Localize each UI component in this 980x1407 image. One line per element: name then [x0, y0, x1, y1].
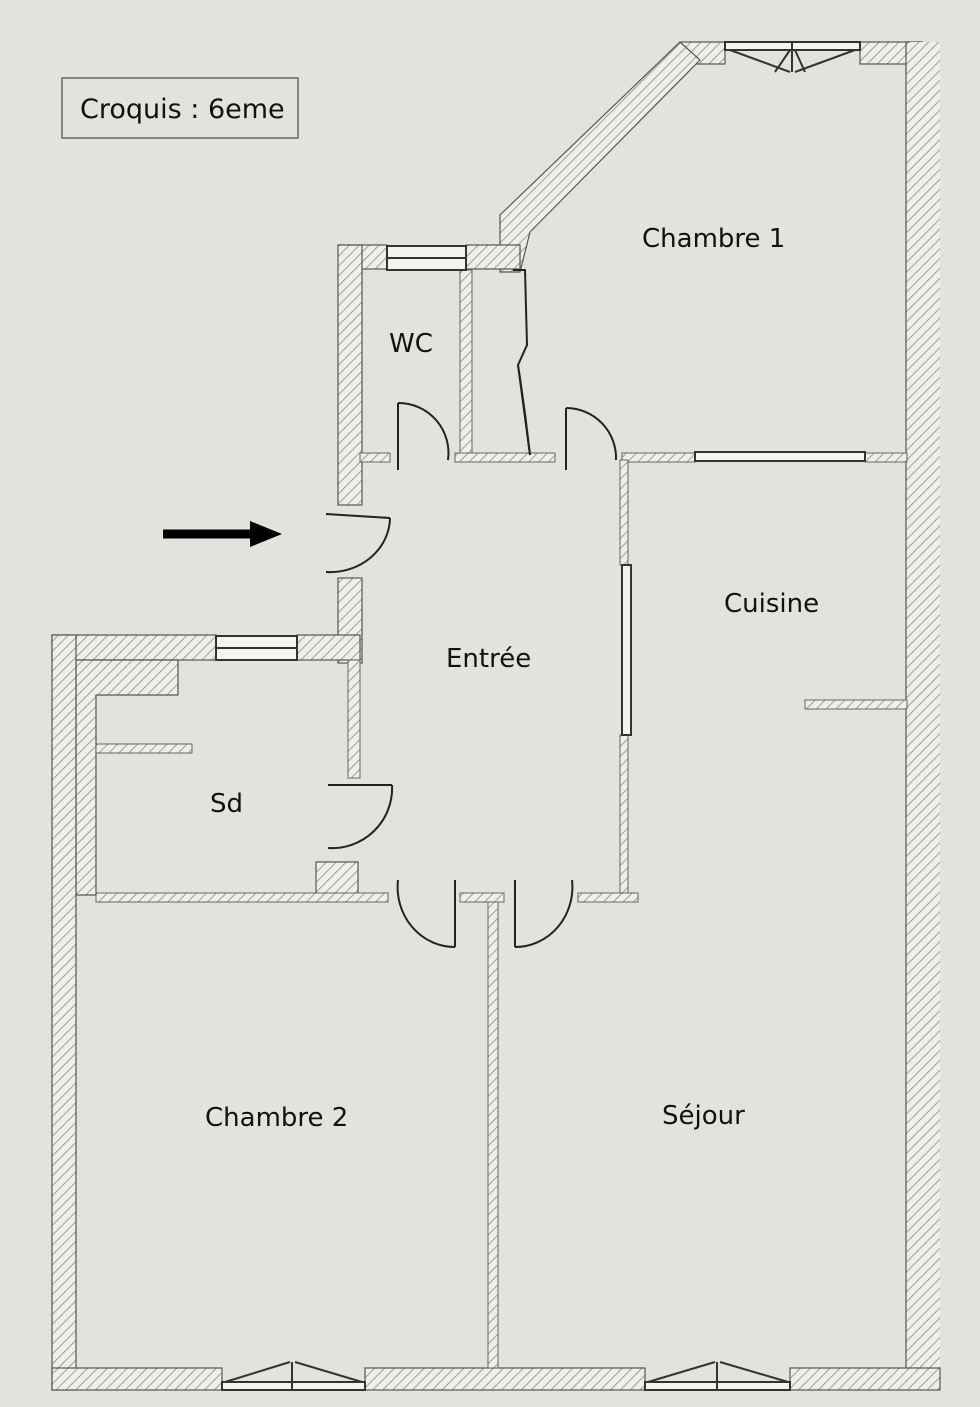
room-label-chambre1: Chambre 1: [642, 224, 785, 254]
windows: [215, 245, 866, 736]
door-chambre2: [396, 879, 456, 949]
casement-window-bottom-left: [221, 1361, 366, 1391]
casement-window-top: [724, 41, 861, 73]
interior-partitions: [95, 269, 908, 1369]
doors: [325, 269, 618, 949]
door-wc: [397, 401, 450, 470]
room-label-cuisine: Cuisine: [724, 589, 819, 619]
title-box: Croquis : 6eme: [61, 77, 299, 139]
door-closet: [513, 269, 531, 456]
plan-title: Croquis : 6eme: [80, 94, 285, 125]
door-chambre1: [565, 407, 618, 470]
window-entree-cuisine: [621, 564, 632, 736]
door-sd: [327, 784, 394, 850]
door-entrance: [325, 513, 391, 574]
casement-window-bottom-right: [644, 1361, 791, 1391]
room-label-chambre2: Chambre 2: [205, 1103, 348, 1133]
room-label-sd: Sd: [210, 789, 243, 819]
entrance-arrow-icon: [163, 521, 282, 547]
room-label-wc: WC: [389, 329, 433, 359]
exterior-walls: [51, 41, 941, 1391]
room-label-sejour: Séjour: [662, 1101, 745, 1131]
window-chambre1-cuisine: [694, 451, 866, 462]
room-label-entree: Entrée: [446, 644, 531, 674]
door-sejour: [514, 879, 574, 949]
